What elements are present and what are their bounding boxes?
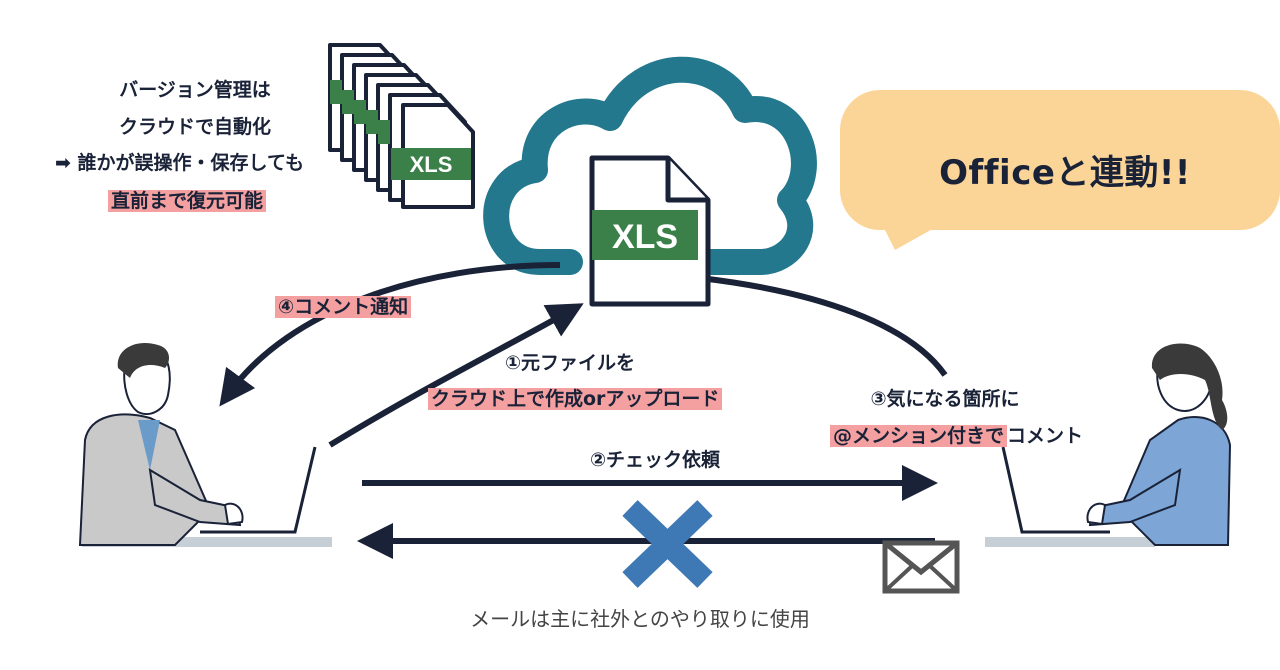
version-note-line1: バージョン管理は bbox=[119, 79, 271, 101]
woman-with-laptop-icon bbox=[985, 343, 1232, 547]
step3-mention-highlight: @メンション付きで bbox=[830, 425, 1008, 447]
version-note-highlight: 直前まで復元可能 bbox=[108, 190, 267, 212]
xls-file-label: XLS bbox=[612, 218, 678, 256]
version-note-line2: クラウドで自動化 bbox=[118, 116, 271, 138]
step3-line2-rest: コメント bbox=[1007, 425, 1084, 447]
xls-file-icon: XLS bbox=[589, 155, 711, 307]
step1-line1: ①元ファイルを bbox=[504, 352, 636, 374]
speech-bubble bbox=[840, 90, 1280, 250]
envelope-icon bbox=[882, 540, 960, 594]
email-note: メールは主に社外とのやり取りに使用 bbox=[470, 607, 810, 631]
cloud-icon bbox=[483, 56, 817, 275]
arrow-comment-line bbox=[699, 275, 948, 377]
step4-label: ④コメント通知 bbox=[275, 292, 412, 322]
file-stack-label: XLS bbox=[410, 152, 453, 177]
step2-label: ②チェック依頼 bbox=[589, 449, 721, 471]
bubble-text: Officeと連動!! bbox=[939, 153, 1191, 193]
arrow-upload bbox=[328, 303, 584, 448]
step3-line1: ③気になる箇所に bbox=[870, 388, 1020, 410]
version-note-line3: ➡ 誰かが誤操作・保存しても bbox=[55, 152, 305, 174]
step1-line2: クラウド上で作成orアップロード bbox=[428, 388, 723, 410]
cross-icon bbox=[622, 500, 713, 588]
file-stack-icon: XLS bbox=[328, 43, 475, 209]
step3-line2: @メンション付きでコメント bbox=[830, 421, 1083, 451]
man-with-laptop-icon bbox=[78, 342, 332, 547]
